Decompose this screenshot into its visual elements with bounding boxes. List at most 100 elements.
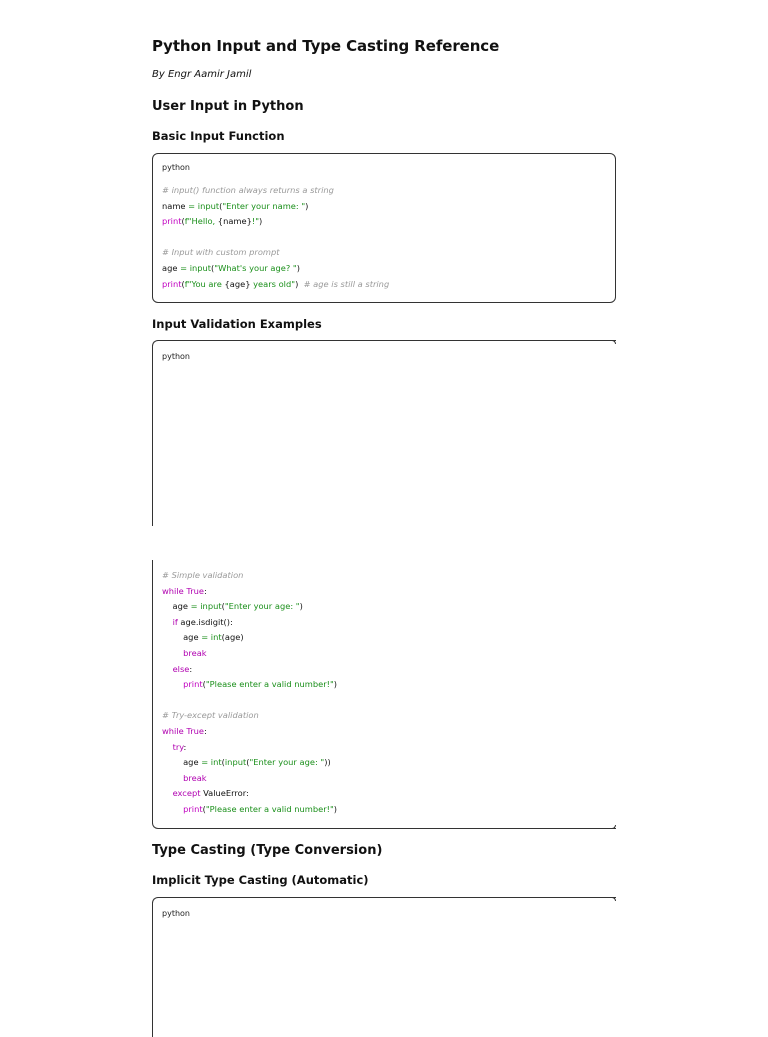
code-token: years old" [250,278,296,289]
code-token: input [200,601,222,612]
code-token: !" [251,216,260,227]
code-token: age.isdigit(): [177,616,233,627]
code-token: # Simple validation [162,570,244,580]
code-token: ValueError: [200,788,249,799]
code-token: = [180,262,188,273]
code-token: print [162,216,182,227]
code-token: int [210,757,222,768]
code-token: "Enter your age: " [224,601,300,612]
code-token: age [162,632,202,643]
code-token: True [186,725,205,736]
code-token: ) [295,278,304,289]
code-language-label: python [162,909,190,918]
code-token: = [190,601,198,612]
code-token: ( [181,278,185,289]
code-block-implicit: python [152,897,616,1037]
section-heading-user-input: User Input in Python [152,99,304,114]
code-token: )) [324,757,331,768]
code-token: "Enter your name: " [222,200,306,211]
code-token: except [172,788,201,799]
code-token: print [183,679,203,690]
code-token: {age} [224,278,251,289]
code-token: age [162,757,202,768]
code-token [162,804,183,814]
code-token: ( [202,803,206,814]
code-token: else [172,663,190,674]
code-token: print [162,278,182,289]
code-token: "Enter your age: " [249,757,325,768]
code-token: input [224,757,247,768]
code-language-label: python [162,352,190,361]
code-block-validation-bottom: # Simple validation while True: age = inp… [152,560,616,829]
code-line: name = input("Enter your name: ") [162,199,389,215]
code-line: print("Please enter a valid number!") [162,802,337,818]
code-token: ) [259,216,263,227]
code-token: int [210,632,222,643]
code-token [162,664,173,674]
code-token: : [183,741,187,752]
code-line: age = int(age) [162,630,337,646]
code-line: # input() function always returns a stri… [162,183,389,199]
code-block-basic-input: python # input() function always returns… [152,153,616,303]
code-token: ( [246,757,250,768]
code-token: age [162,601,191,612]
code-token: = [201,757,209,768]
code-line: break [162,771,337,787]
code-token [162,742,173,752]
code-token: if [172,616,178,627]
code-line: age = input("What's your age? ") [162,261,389,277]
code-token: # Try-except validation [162,710,259,721]
code-line: print(f"You are {age} years old") # age … [162,277,389,293]
subheading-input-validation: Input Validation Examples [152,317,322,331]
code-token: name [162,200,189,211]
code-token: ) [299,601,303,612]
code-token: f"You are [184,278,225,289]
code-token: ) [305,200,309,211]
code-token: True [186,585,205,596]
code-token: input [189,262,212,273]
code-token: while [162,585,184,596]
code-token [162,617,173,627]
code-line: while True: [162,584,337,600]
code-block-validation-top: python [152,340,616,526]
code-token [162,679,183,689]
code-token: = [201,632,209,643]
code-line: print("Please enter a valid number!") [162,677,337,693]
subheading-basic-input: Basic Input Function [152,129,285,143]
code-line: try: [162,740,337,756]
code-token: # age is still a string [303,278,390,289]
code-token [162,773,183,783]
code-token: : [204,585,207,596]
code-token: : [189,663,193,674]
code-token: ) [296,262,300,273]
code-content-validation: # Simple validation while True: age = inp… [162,568,337,818]
code-token: ) [333,803,338,814]
code-token [162,788,173,798]
code-line: print(f"Hello, {name}!") [162,214,389,230]
section-heading-type-casting: Type Casting (Type Conversion) [152,843,383,858]
code-line: else: [162,662,337,678]
subheading-implicit-casting: Implicit Type Casting (Automatic) [152,873,369,887]
code-token: (age) [221,632,244,643]
code-line [162,693,337,709]
code-token: {name} [217,216,252,227]
code-token: "Please enter a valid number!" [205,803,334,814]
code-line: # Input with custom prompt [162,245,389,261]
code-line: # Try-except validation [162,708,337,724]
code-token: input [197,200,220,211]
code-content-basic: # input() function always returns a stri… [162,183,389,292]
code-language-label: python [162,163,190,172]
code-token: "What's your age? " [214,262,297,273]
code-line: except ValueError: [162,786,337,802]
code-token: try [172,741,184,752]
author-byline: By Engr Aamir Jamil [152,69,252,80]
code-token: break [183,772,207,783]
code-line: if age.isdigit(): [162,615,337,631]
code-token: f"Hello, [184,216,218,227]
code-token: "Please enter a valid number!" [205,679,334,690]
code-line: while True: [162,724,337,740]
code-token [162,648,183,658]
code-token: ( [221,601,225,612]
code-token: ( [181,216,185,227]
code-line: break [162,646,337,662]
